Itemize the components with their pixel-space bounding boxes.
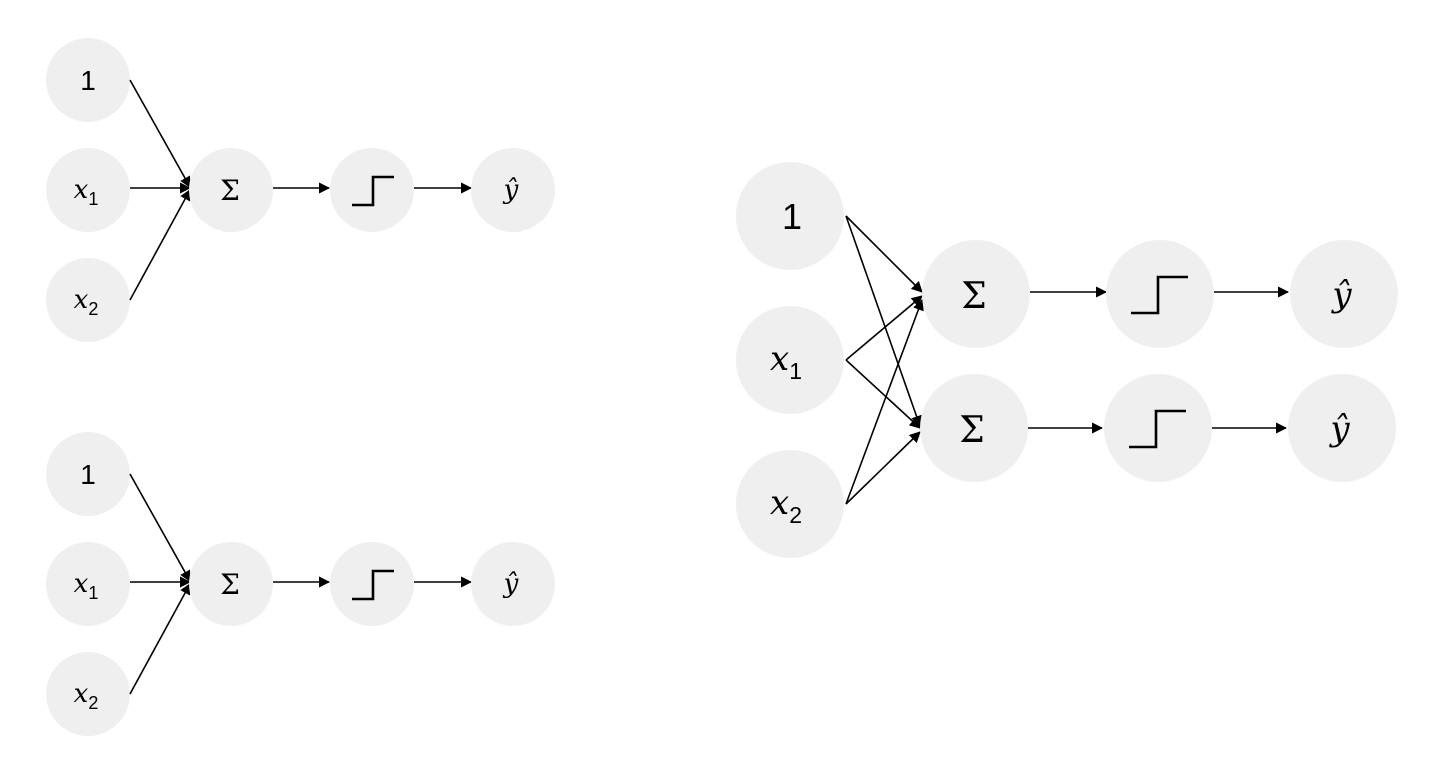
input-node-x2 <box>46 652 130 736</box>
edge-x2-to-sum <box>129 189 191 301</box>
edge-x1-to-sum-1 <box>845 295 923 361</box>
edge-x1-to-sum-2 <box>845 359 921 429</box>
edge-bias-to-sum <box>129 473 191 582</box>
step-function-icon <box>352 175 394 207</box>
sum-node-1 <box>922 240 1030 348</box>
sum-node-2 <box>920 374 1028 482</box>
edge-x2-to-sum-1 <box>845 298 924 505</box>
output-node <box>471 542 555 626</box>
input-label-x2: x2 <box>74 679 99 713</box>
sum-symbol-2: Σ <box>959 410 984 451</box>
x-symbol: x <box>74 569 89 599</box>
input-node-x1 <box>736 306 844 414</box>
input-label-bias: 1 <box>80 65 96 96</box>
sum-symbol-1: Σ <box>961 276 986 317</box>
edge-bias-to-sum <box>129 79 191 188</box>
input-label-x1: x1 <box>74 569 99 603</box>
input-node-bias <box>46 432 130 516</box>
input-node-x2 <box>46 258 130 342</box>
x-symbol: x <box>770 483 789 523</box>
edge-bias-to-sum-1 <box>845 215 923 293</box>
input-node-bias <box>46 38 130 122</box>
step-function-icon-1 <box>1131 275 1188 315</box>
output-node-1 <box>1290 240 1398 348</box>
input-node-x2 <box>736 450 844 558</box>
output-node-2 <box>1288 374 1396 482</box>
input-label-x1: x1 <box>770 339 802 384</box>
edge-x2-to-sum-2 <box>845 431 921 505</box>
network-right: 1 x1 x2 Σ ŷ Σ ŷ <box>736 162 1398 558</box>
subscript: 1 <box>88 583 98 603</box>
output-label-yhat-1: ŷ <box>1330 275 1352 315</box>
output-node <box>471 148 555 232</box>
subscript: 2 <box>789 502 802 528</box>
step-activation-node-2 <box>1104 374 1212 482</box>
subscript: 1 <box>88 189 98 209</box>
perceptron-top-left: 1 x1 x2 Σ ŷ <box>46 38 555 342</box>
input-node-x1 <box>46 148 130 232</box>
perceptron-bottom-left: 1 x1 x2 Σ ŷ <box>46 432 555 736</box>
output-label-yhat: ŷ <box>503 569 519 599</box>
input-label-x2: x2 <box>74 285 99 319</box>
sum-symbol: Σ <box>220 568 240 601</box>
x-symbol: x <box>74 285 89 315</box>
edge-x2-to-sum <box>129 583 191 695</box>
subscript: 2 <box>88 299 98 319</box>
output-label-yhat-2: ŷ <box>1328 409 1350 449</box>
x-symbol: x <box>74 175 89 205</box>
input-label-bias: 1 <box>80 459 96 490</box>
subscript: 2 <box>88 693 98 713</box>
edge-bias-to-sum-2 <box>845 215 922 428</box>
input-label-bias: 1 <box>782 196 802 237</box>
input-node-bias <box>736 162 844 270</box>
step-activation-node-1 <box>1106 240 1214 348</box>
sum-node <box>189 542 273 626</box>
input-label-x2: x2 <box>770 483 802 528</box>
x-symbol: x <box>74 679 89 709</box>
sum-symbol: Σ <box>220 174 240 207</box>
step-function-icon-2 <box>1129 409 1186 449</box>
subscript: 1 <box>789 358 802 384</box>
input-label-x1: x1 <box>74 175 99 209</box>
input-node-x1 <box>46 542 130 626</box>
sum-node <box>189 148 273 232</box>
step-function-icon <box>352 569 394 601</box>
x-symbol: x <box>770 339 789 379</box>
output-label-yhat: ŷ <box>503 175 519 205</box>
